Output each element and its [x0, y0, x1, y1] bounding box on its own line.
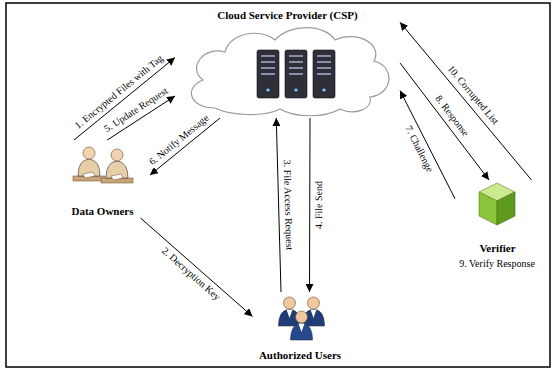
flow-arrow — [74, 58, 175, 141]
person-head — [111, 149, 123, 161]
server-tower — [257, 50, 279, 98]
server-slot — [261, 67, 275, 69]
edge-label-holder: 8. Response — [432, 92, 472, 139]
flow-arrow — [400, 63, 489, 180]
person-head — [307, 297, 319, 309]
flow-arrow — [309, 118, 311, 292]
person-head — [83, 147, 95, 159]
server-slot — [289, 67, 303, 69]
server-light — [266, 88, 269, 91]
edge-label-holder: 4. File Send — [313, 180, 325, 230]
flow-arrow — [400, 22, 532, 180]
verifier-node: Verifier — [455, 180, 540, 255]
person-shirt — [298, 324, 304, 333]
server-slot — [317, 73, 331, 75]
server-slot — [261, 73, 275, 75]
edge-label: 3. File Access Request — [280, 158, 295, 251]
server-slot — [317, 55, 331, 57]
cloud-shape — [191, 28, 389, 116]
server-slot — [289, 55, 303, 57]
server-light — [322, 88, 325, 91]
paper — [111, 174, 123, 180]
edge-label-holder: 2. Decryption Key — [158, 244, 223, 303]
flow-arrow — [141, 218, 253, 317]
person-shirt — [286, 310, 292, 319]
node-label: Data Owners — [69, 204, 135, 218]
server-light — [294, 88, 297, 91]
edge-label: 6. Notify Message — [146, 111, 212, 168]
person-head — [295, 311, 307, 323]
edge-label: 8. Response — [432, 92, 472, 139]
server-tower — [285, 50, 307, 98]
person-head — [283, 297, 295, 309]
edge-label-holder: 3. File Access Request — [280, 158, 295, 251]
frame-border — [6, 3, 550, 367]
cloud-node: Cloud Service Provider (CSP) — [175, 8, 400, 118]
flow-arrow — [276, 118, 281, 292]
cube-right — [497, 192, 515, 225]
edge-label: 2. Decryption Key — [158, 244, 223, 303]
actor-node: Authorized Users — [253, 292, 348, 362]
edge-label-holder: 7. Challenge — [402, 123, 437, 175]
person-body — [290, 323, 312, 340]
edge-label: 7. Challenge — [402, 123, 437, 175]
person-shirt — [310, 310, 316, 319]
server-slot — [261, 61, 275, 63]
step-label: 9. Verify Response — [459, 258, 535, 269]
node-label: Cloud Service Provider (CSP) — [215, 8, 359, 22]
server-slot — [261, 55, 275, 57]
cloud-picture — [175, 8, 400, 118]
paper — [83, 172, 95, 178]
cube-left — [479, 192, 497, 225]
node-label: Verifier — [477, 241, 517, 255]
server-slot — [289, 61, 303, 63]
server-slot — [289, 73, 303, 75]
actor-node: Data Owners — [55, 140, 150, 218]
server-slot — [317, 67, 331, 69]
server-tower — [313, 50, 335, 98]
server-slot — [317, 61, 331, 63]
node-label: Authorized Users — [257, 348, 343, 362]
edge-label-holder: 6. Notify Message — [146, 111, 212, 168]
edge-label: 4. File Send — [313, 180, 325, 230]
